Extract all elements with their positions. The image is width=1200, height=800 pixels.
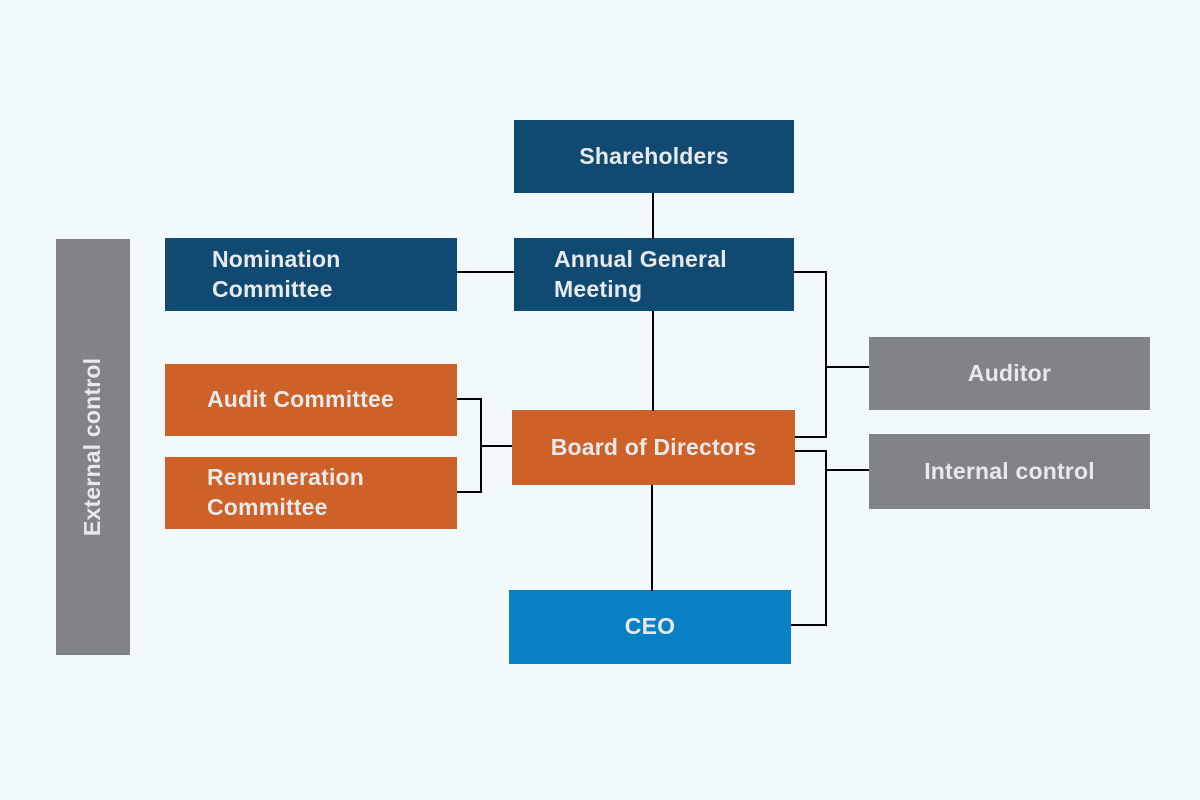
ceo-label: CEO [624, 613, 676, 640]
node-remuneration-committee: Remuneration Committee [165, 457, 457, 529]
connector-right-vertical-to-ceo [791, 624, 827, 626]
connector-board-lower-right-stub [795, 450, 827, 452]
connector-agm-right-stub [794, 271, 827, 273]
connector-agm-to-board [652, 311, 654, 411]
node-nomination-committee: Nomination Committee [165, 238, 457, 311]
audit-committee-label: Audit Committee [207, 386, 394, 413]
connector-board-ceo-right-vertical [825, 450, 827, 626]
connector-board-to-ceo [651, 485, 653, 591]
external-control-bar: External control [56, 239, 130, 655]
connector-board-upper-right-stub [795, 436, 827, 438]
connector-agm-auditor-vertical [825, 271, 827, 438]
external-control-label: External control [79, 357, 106, 537]
node-internal-control: Internal control [869, 434, 1150, 509]
nomination-committee-label: Nomination Committee [212, 245, 341, 302]
remuneration-committee-label: Remuneration Committee [207, 464, 365, 520]
connector-bracket-to-board [482, 445, 512, 447]
connector-audit-stub [457, 398, 482, 400]
node-auditor: Auditor [869, 337, 1150, 410]
connector-shareholders-to-agm [652, 193, 654, 239]
shareholders-label: Shareholders [579, 142, 729, 169]
connector-committees-bracket [480, 398, 482, 493]
node-ceo: CEO [509, 590, 791, 664]
node-audit-committee: Audit Committee [165, 364, 457, 436]
board-of-directors-label: Board of Directors [550, 433, 757, 460]
connector-nomination-to-agm [457, 271, 514, 273]
connector-to-internal-control [827, 469, 869, 471]
connector-remuneration-stub [457, 491, 482, 493]
internal-control-label: Internal control [924, 457, 1095, 484]
node-board-of-directors: Board of Directors [512, 410, 795, 485]
node-annual-general-meeting: Annual General Meeting [514, 238, 794, 311]
node-shareholders: Shareholders [514, 120, 794, 193]
connector-to-auditor [827, 366, 869, 368]
annual-general-meeting-label: Annual General Meeting [554, 245, 727, 302]
auditor-label: Auditor [967, 359, 1052, 386]
